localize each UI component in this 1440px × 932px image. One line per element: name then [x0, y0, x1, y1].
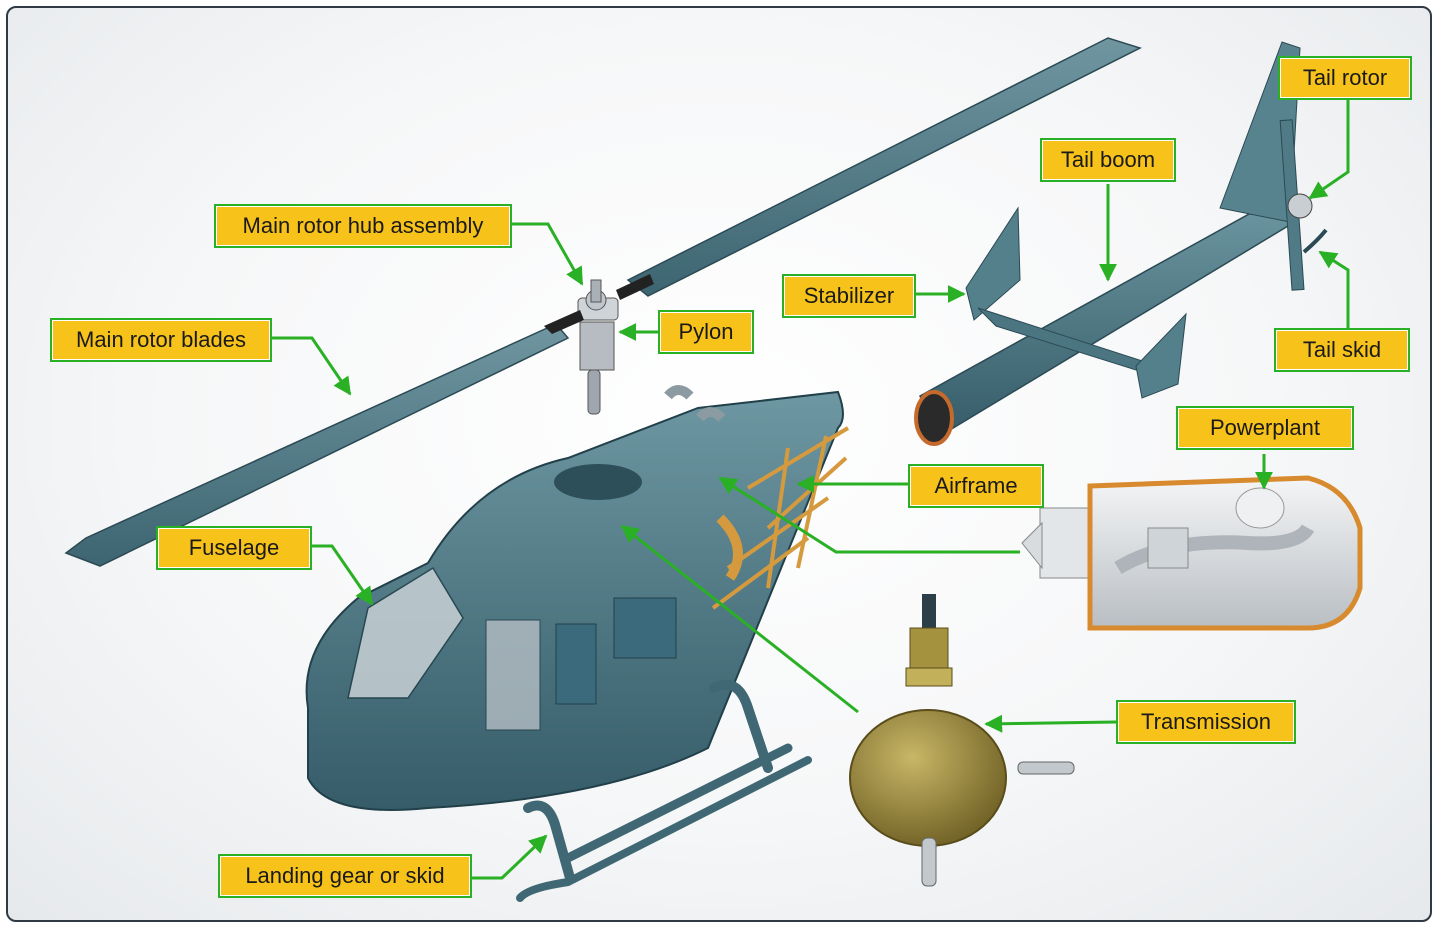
label-main-rotor-blades: Main rotor blades [50, 318, 272, 362]
transmission [849, 594, 1075, 887]
diagram-frame: Main rotor hub assembly Main rotor blade… [6, 6, 1432, 922]
tail-boom [914, 197, 1300, 446]
fuselage [305, 385, 844, 811]
airframe [711, 426, 850, 610]
label-landing-gear: Landing gear or skid [218, 854, 472, 898]
powerplant [1021, 475, 1363, 631]
helicopter-illustration [64, 37, 1363, 902]
label-tail-boom: Tail boom [1040, 138, 1176, 182]
label-tail-skid: Tail skid [1274, 328, 1410, 372]
main-rotor-blades [64, 37, 1142, 567]
label-powerplant: Powerplant [1176, 406, 1354, 450]
label-main-rotor-hub-assembly: Main rotor hub assembly [214, 204, 512, 248]
label-tail-rotor: Tail rotor [1278, 56, 1412, 100]
label-transmission: Transmission [1116, 700, 1296, 744]
pylon [579, 321, 615, 415]
main-rotor-hub [544, 274, 654, 334]
label-airframe: Airframe [908, 464, 1044, 508]
label-pylon: Pylon [658, 310, 754, 354]
leader-lines [272, 100, 1350, 880]
label-fuselage: Fuselage [156, 526, 312, 570]
stabilizer [965, 206, 1187, 399]
label-stabilizer: Stabilizer [782, 274, 916, 318]
landing-gear [516, 679, 812, 902]
